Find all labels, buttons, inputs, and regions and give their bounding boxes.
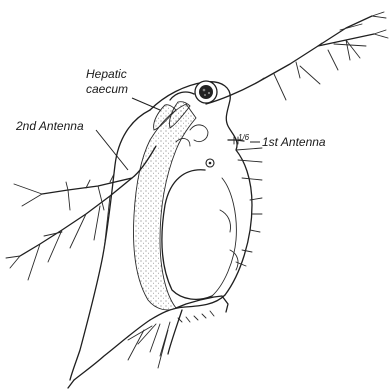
postabdomen bbox=[168, 296, 228, 354]
second-antenna-appendage bbox=[6, 146, 156, 280]
upper-right-antenna bbox=[206, 12, 388, 104]
internal-structures bbox=[176, 125, 238, 270]
label-hepatic-caecum-line1: Hepatic bbox=[86, 67, 127, 81]
label-second-antenna: 2nd Antenna bbox=[15, 119, 84, 133]
label-hepatic-caecum-line2: caecum bbox=[86, 82, 128, 96]
label-first-antenna-marker: 1/6 bbox=[238, 133, 250, 142]
nauplius-eye bbox=[206, 159, 214, 167]
abdominal-setae bbox=[128, 322, 170, 368]
label-first-antenna: 1st Antenna bbox=[262, 135, 326, 149]
tail-spine bbox=[68, 380, 74, 388]
inner-body-outline bbox=[162, 170, 237, 300]
thoracic-legs bbox=[236, 148, 262, 266]
compound-eye bbox=[195, 81, 217, 103]
